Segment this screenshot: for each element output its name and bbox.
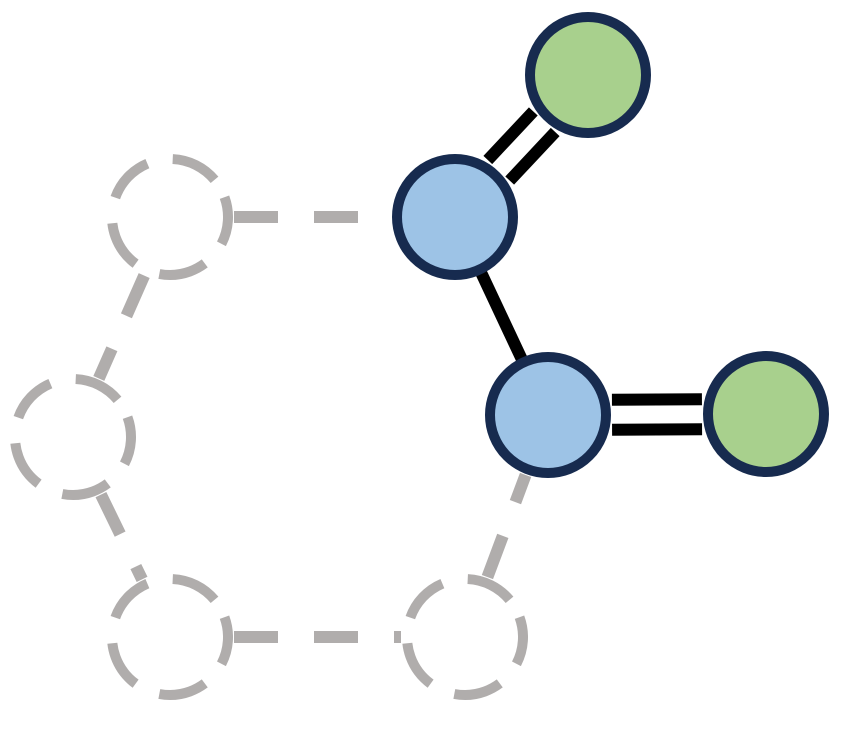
green-atom-g2 xyxy=(703,351,829,477)
bond-b1-g1-line-1 xyxy=(483,107,538,165)
bond-p2-p3-dashed xyxy=(95,491,148,583)
placeholder-atom-p2 xyxy=(10,374,136,500)
bond-b2-g2-double xyxy=(611,393,703,436)
placeholder-atom-p3 xyxy=(107,574,233,700)
atom-layer xyxy=(392,12,829,478)
placeholder-atom-p4 xyxy=(402,574,528,700)
green-atom-g1 xyxy=(525,12,651,138)
placeholder-atom-layer xyxy=(10,154,528,700)
bond-p4-b2-dashed xyxy=(481,472,532,580)
bond-b1-b2-single xyxy=(474,266,529,366)
bond-layer xyxy=(93,107,703,643)
placeholder-atom-p1 xyxy=(107,154,233,280)
bond-b1-g1-double xyxy=(483,107,560,185)
bond-p1-p2-dashed xyxy=(93,273,150,381)
blue-atom-b2 xyxy=(485,352,611,478)
bond-b1-g1-line-2 xyxy=(505,127,560,185)
blue-atom-b1 xyxy=(392,154,518,280)
